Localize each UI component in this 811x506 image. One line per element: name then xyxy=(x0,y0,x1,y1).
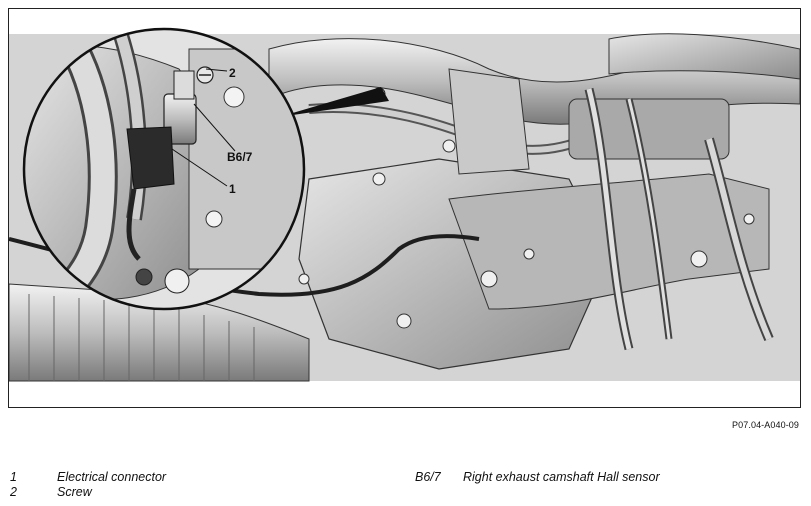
callout-1: 1 xyxy=(229,182,236,196)
legend-text: Electrical connector xyxy=(57,470,167,484)
callout-b6-7: B6/7 xyxy=(227,150,253,164)
legend-ref: 2 xyxy=(10,485,17,499)
figure-code: P07.04-A040-09 xyxy=(732,420,799,430)
engine-illustration: 2 B6/7 1 xyxy=(9,9,800,407)
legend-text: Screw xyxy=(57,485,92,499)
engine-figure: 2 B6/7 1 xyxy=(8,8,801,408)
legend-ref: 1 xyxy=(10,470,17,484)
legend-text: Right exhaust camshaft Hall sensor xyxy=(463,470,660,484)
legend-ref: B6/7 xyxy=(415,470,441,484)
callout-2: 2 xyxy=(229,66,236,80)
